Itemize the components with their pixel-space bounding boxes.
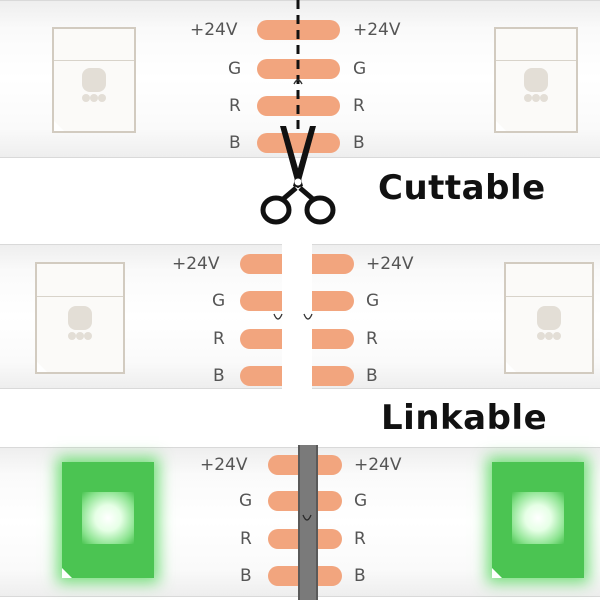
pad-label-b: B	[240, 566, 252, 586]
chip-line	[496, 59, 576, 61]
pad-label-r: R	[353, 96, 365, 116]
pad-label-24v: +24V	[190, 20, 238, 40]
cut-mark	[302, 514, 312, 521]
led-die-icon	[524, 68, 548, 102]
solder-pad-g-half	[240, 291, 282, 311]
chip-line	[37, 296, 123, 298]
pad-label-g: G	[366, 291, 380, 311]
pad-label-b: B	[366, 366, 378, 386]
chip-notch	[62, 568, 72, 578]
heading-cuttable: Cuttable	[378, 168, 546, 208]
cut-line	[293, 0, 303, 130]
led-chip-off	[52, 27, 136, 133]
solder-pad-24v-half	[312, 254, 354, 274]
chip-line	[506, 296, 592, 298]
chip-notch	[496, 121, 506, 131]
pad-label-b: B	[353, 133, 365, 153]
heading-linkable: Linkable	[381, 398, 548, 438]
led-chip-off	[504, 262, 594, 374]
solder-pad-b-half	[240, 366, 282, 386]
chip-notch	[492, 568, 502, 578]
cut-mark	[273, 313, 313, 320]
scissors-icon	[260, 126, 336, 225]
solder-pad-r-half	[312, 329, 354, 349]
pad-label-b: B	[213, 366, 225, 386]
solder-pad-b	[257, 133, 340, 153]
pad-label-r: R	[213, 329, 225, 349]
pad-label-24v: +24V	[354, 455, 402, 475]
solder-pad-b-half	[312, 366, 354, 386]
solder-pad-r-half	[240, 329, 282, 349]
pad-label-g: G	[354, 491, 368, 511]
pad-label-g: G	[239, 491, 253, 511]
pad-label-24v: +24V	[200, 455, 248, 475]
pad-label-24v: +24V	[172, 254, 220, 274]
pad-label-b: B	[354, 566, 366, 586]
led-glow	[512, 492, 564, 544]
chip-notch	[37, 362, 47, 372]
chip-notch	[54, 121, 64, 131]
link-connector	[298, 445, 318, 600]
pad-label-r: R	[354, 529, 366, 549]
pad-label-g: G	[228, 59, 242, 79]
pad-label-24v: +24V	[366, 254, 414, 274]
pad-label-r: R	[229, 96, 241, 116]
pad-label-r: R	[240, 529, 252, 549]
pad-label-g: G	[212, 291, 226, 311]
chip-notch	[506, 362, 516, 372]
led-glow	[82, 492, 134, 544]
led-chip-lit	[62, 462, 154, 578]
chip-line	[54, 59, 134, 61]
pad-label-b: B	[229, 133, 241, 153]
pad-label-r: R	[366, 329, 378, 349]
led-die-icon	[537, 306, 561, 340]
pad-label-g: G	[353, 59, 367, 79]
solder-pad-24v-half	[240, 254, 282, 274]
led-die-icon	[68, 306, 92, 340]
led-chip-off	[35, 262, 125, 374]
led-chip-off	[494, 27, 578, 133]
led-chip-lit	[492, 462, 584, 578]
led-die-icon	[82, 68, 106, 102]
solder-pad-g-half	[312, 291, 354, 311]
pad-label-24v: +24V	[353, 20, 401, 40]
